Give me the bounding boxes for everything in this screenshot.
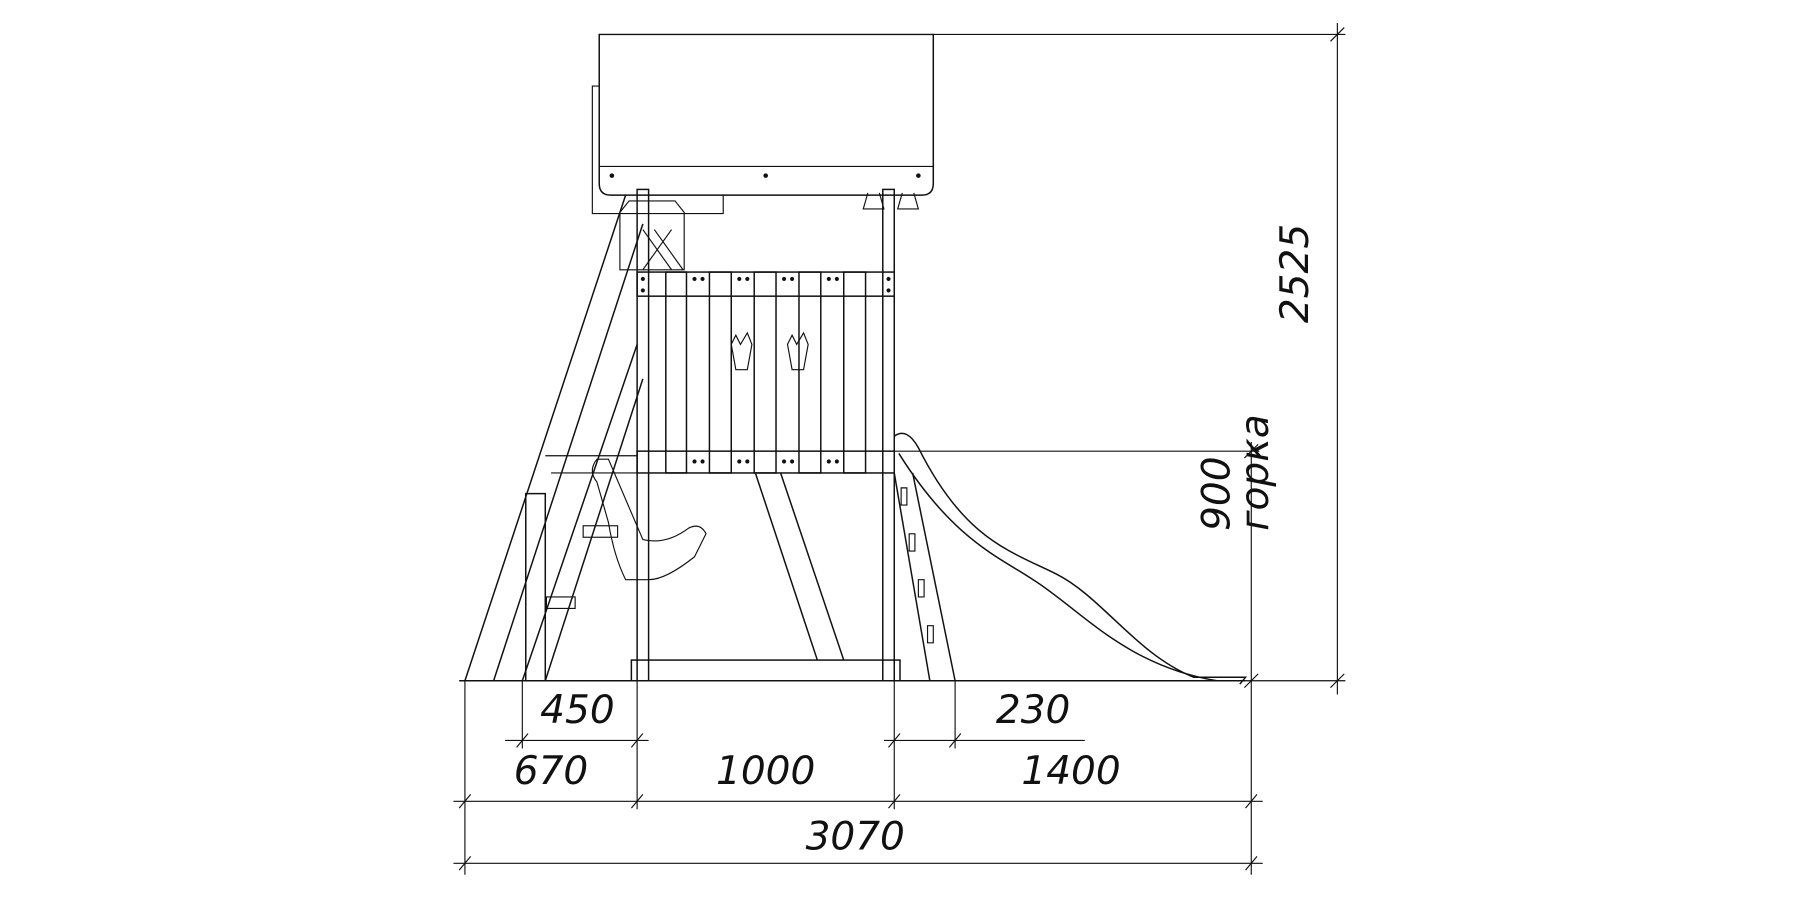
dimension-lines xyxy=(453,22,1346,875)
dim-3070: 3070 xyxy=(806,814,905,859)
tower-frame xyxy=(630,188,901,682)
dim-1000: 1000 xyxy=(716,749,815,794)
swing-frame xyxy=(464,194,707,682)
dim-450: 450 xyxy=(540,688,614,733)
dim-230: 230 xyxy=(996,688,1070,733)
climbing-ladder xyxy=(893,472,956,681)
roof xyxy=(591,33,935,215)
dim-900: 900 xyxy=(1195,456,1240,530)
dim-670: 670 xyxy=(514,749,588,794)
slide xyxy=(893,432,1248,685)
slide-label: горка xyxy=(1233,414,1278,531)
dim-1400: 1400 xyxy=(1021,749,1120,794)
dim-2525: 2525 xyxy=(1273,224,1318,323)
